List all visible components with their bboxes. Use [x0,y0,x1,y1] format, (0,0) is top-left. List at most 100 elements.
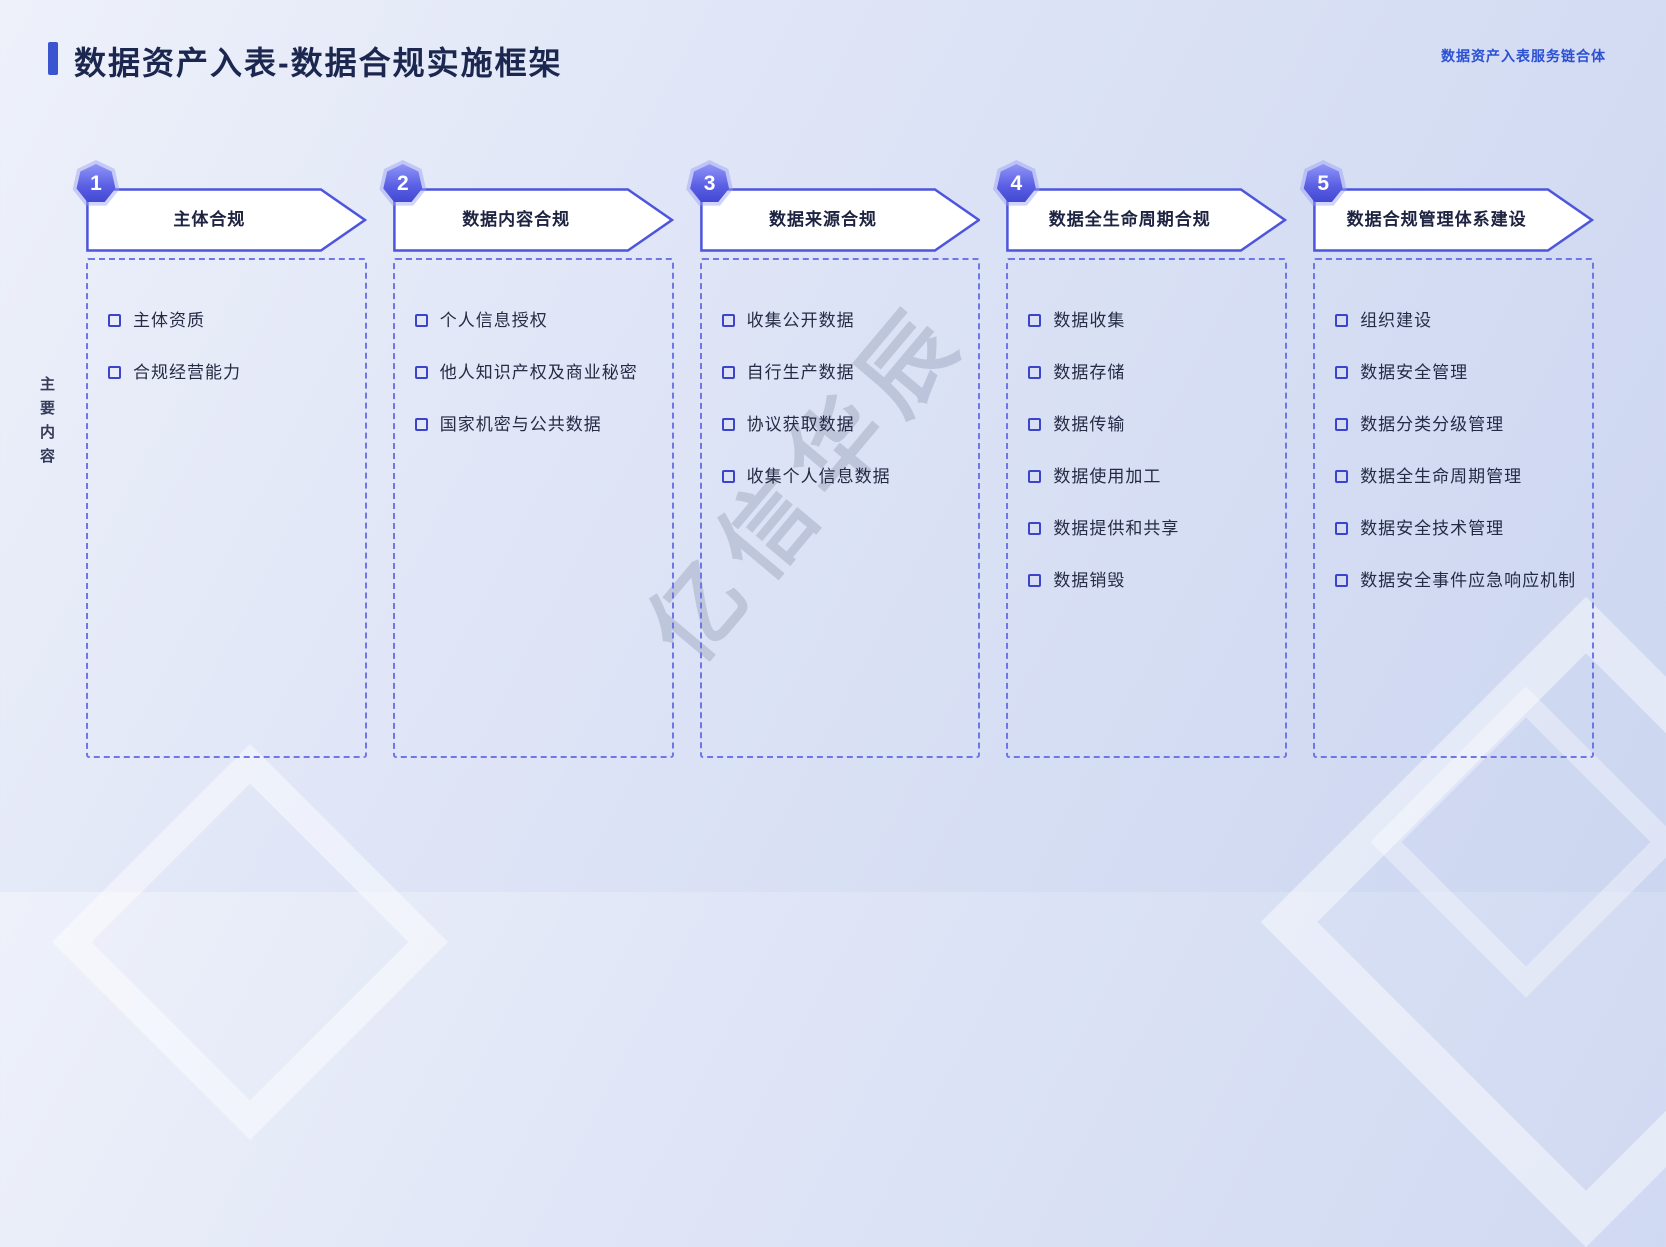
framework-columns: 1 主体合规主体资质合规经营能力 2 数据内容合规个人信息授权他人知识产权及商业秘密国… [72,160,1594,758]
list-item-text: 收集个人信息数据 [746,467,891,486]
list-item-text: 数据全生命周期管理 [1360,467,1523,486]
column-title: 数据来源合规 [768,210,877,230]
column-header-banner: 数据来源合规 [700,188,981,252]
column-items-box: 组织建设数据安全管理数据分类分级管理数据全生命周期管理数据安全技术管理数据安全事… [1313,258,1594,758]
list-item: 收集个人信息数据 [721,462,965,492]
column-title: 主体合规 [173,210,246,230]
checkbox-icon [1028,314,1042,327]
arrow-banner-icon [1006,188,1287,252]
decorative-square-left [52,744,448,1140]
arrow-banner-icon [700,188,981,252]
column-header-banner: 数据全生命周期合规 [1006,188,1287,252]
list-item-text: 数据存储 [1053,363,1126,382]
list-item-text: 数据安全事件应急响应机制 [1360,571,1577,590]
column-header-banner: 数据内容合规 [393,188,674,252]
list-item: 数据提供和共享 [1028,514,1271,544]
brand-label: 数据资产入表服务链合体 [1441,48,1606,64]
checkbox-icon [108,366,121,379]
list-item-text: 数据安全管理 [1360,363,1469,382]
column-header-banner: 数据合规管理体系建设 [1313,188,1594,252]
step-number-badge: 4 [993,160,1040,206]
list-item-text: 数据收集 [1053,311,1126,330]
step-number-badge: 3 [686,160,733,206]
list-item: 协议获取数据 [721,410,965,440]
list-item: 主体资质 [108,306,351,336]
column-title: 数据合规管理体系建设 [1346,210,1527,230]
list-item: 组织建设 [1335,306,1578,336]
framework-column: 3 数据来源合规收集公开数据自行生产数据协议获取数据收集个人信息数据 [686,160,981,758]
checkbox-icon [1028,522,1042,535]
column-items-box: 主体资质合规经营能力 [86,258,367,758]
list-item: 数据分类分级管理 [1335,410,1578,440]
framework-column: 4 数据全生命周期合规数据收集数据存储数据传输数据使用加工数据提供和共享数据销毁 [993,160,1288,758]
step-number: 1 [76,164,116,203]
list-item-text: 自行生产数据 [746,363,855,382]
arrow-banner-icon [393,188,674,252]
arrow-banner-icon [86,188,367,252]
list-item: 数据传输 [1028,410,1271,440]
checkbox-icon [1335,574,1349,587]
list-item-text: 数据传输 [1053,415,1126,434]
list-item: 数据存储 [1028,358,1271,388]
list-item: 数据安全技术管理 [1335,514,1578,544]
column-items-box: 个人信息授权他人知识产权及商业秘密国家机密与公共数据 [392,258,674,758]
checkbox-icon [1028,574,1042,587]
checkbox-icon [1028,470,1042,483]
column-title: 数据内容合规 [462,210,571,230]
step-number: 5 [1303,164,1343,203]
list-item: 数据安全事件应急响应机制 [1335,566,1578,596]
checkbox-icon [414,366,428,379]
list-item: 他人知识产权及商业秘密 [414,358,658,388]
arrow-banner-icon [1313,188,1594,252]
list-item: 数据收集 [1028,306,1271,336]
side-vertical-label: 主要内容 [38,376,55,472]
step-number-badge: 5 [1299,160,1347,206]
list-item-text: 收集公开数据 [746,311,855,330]
list-item: 国家机密与公共数据 [414,410,658,440]
framework-column: 1 主体合规主体资质合规经营能力 [72,160,367,758]
checkbox-icon [108,314,121,327]
step-number: 3 [690,164,730,203]
list-item-text: 合规经营能力 [133,363,241,382]
list-item-text: 数据分类分级管理 [1360,415,1505,434]
list-item-text: 数据销毁 [1053,571,1126,590]
step-number-badge: 1 [72,160,120,206]
list-item-text: 数据安全技术管理 [1360,519,1505,538]
list-item-text: 个人信息授权 [439,311,548,330]
checkbox-icon [414,314,428,327]
column-items-box: 收集公开数据自行生产数据协议获取数据收集个人信息数据 [699,258,981,758]
step-number: 2 [383,164,423,203]
list-item-text: 国家机密与公共数据 [439,415,602,434]
checkbox-icon [721,366,735,379]
list-item: 数据安全管理 [1335,358,1578,388]
checkbox-icon [721,470,735,483]
checkbox-icon [1335,522,1349,535]
list-item: 合规经营能力 [108,358,351,388]
column-header-banner: 主体合规 [86,188,367,252]
page-title: 数据资产入表-数据合规实施框架 [74,45,563,81]
list-item-text: 他人知识产权及商业秘密 [439,363,638,382]
list-item: 自行生产数据 [721,358,965,388]
title-accent-bar [48,42,58,75]
list-item-text: 数据提供和共享 [1053,519,1180,538]
step-number-badge: 2 [379,160,427,206]
checkbox-icon [721,418,735,431]
list-item: 数据全生命周期管理 [1335,462,1578,492]
list-item: 收集公开数据 [721,306,965,336]
checkbox-icon [1335,314,1349,327]
column-title: 数据全生命周期合规 [1048,210,1211,230]
framework-column: 2 数据内容合规个人信息授权他人知识产权及商业秘密国家机密与公共数据 [379,160,674,758]
checkbox-icon [1028,418,1042,431]
list-item: 数据使用加工 [1028,462,1271,492]
list-item-text: 协议获取数据 [746,415,855,434]
list-item: 数据销毁 [1028,566,1271,596]
checkbox-icon [1335,470,1349,483]
list-item-text: 组织建设 [1360,311,1433,330]
list-item-text: 数据使用加工 [1053,467,1162,486]
checkbox-icon [1028,366,1042,379]
checkbox-icon [414,418,428,431]
list-item: 个人信息授权 [414,306,658,336]
column-items-box: 数据收集数据存储数据传输数据使用加工数据提供和共享数据销毁 [1006,258,1288,758]
page-header: 数据资产入表-数据合规实施框架 数据资产入表服务链合体 [48,38,1606,84]
